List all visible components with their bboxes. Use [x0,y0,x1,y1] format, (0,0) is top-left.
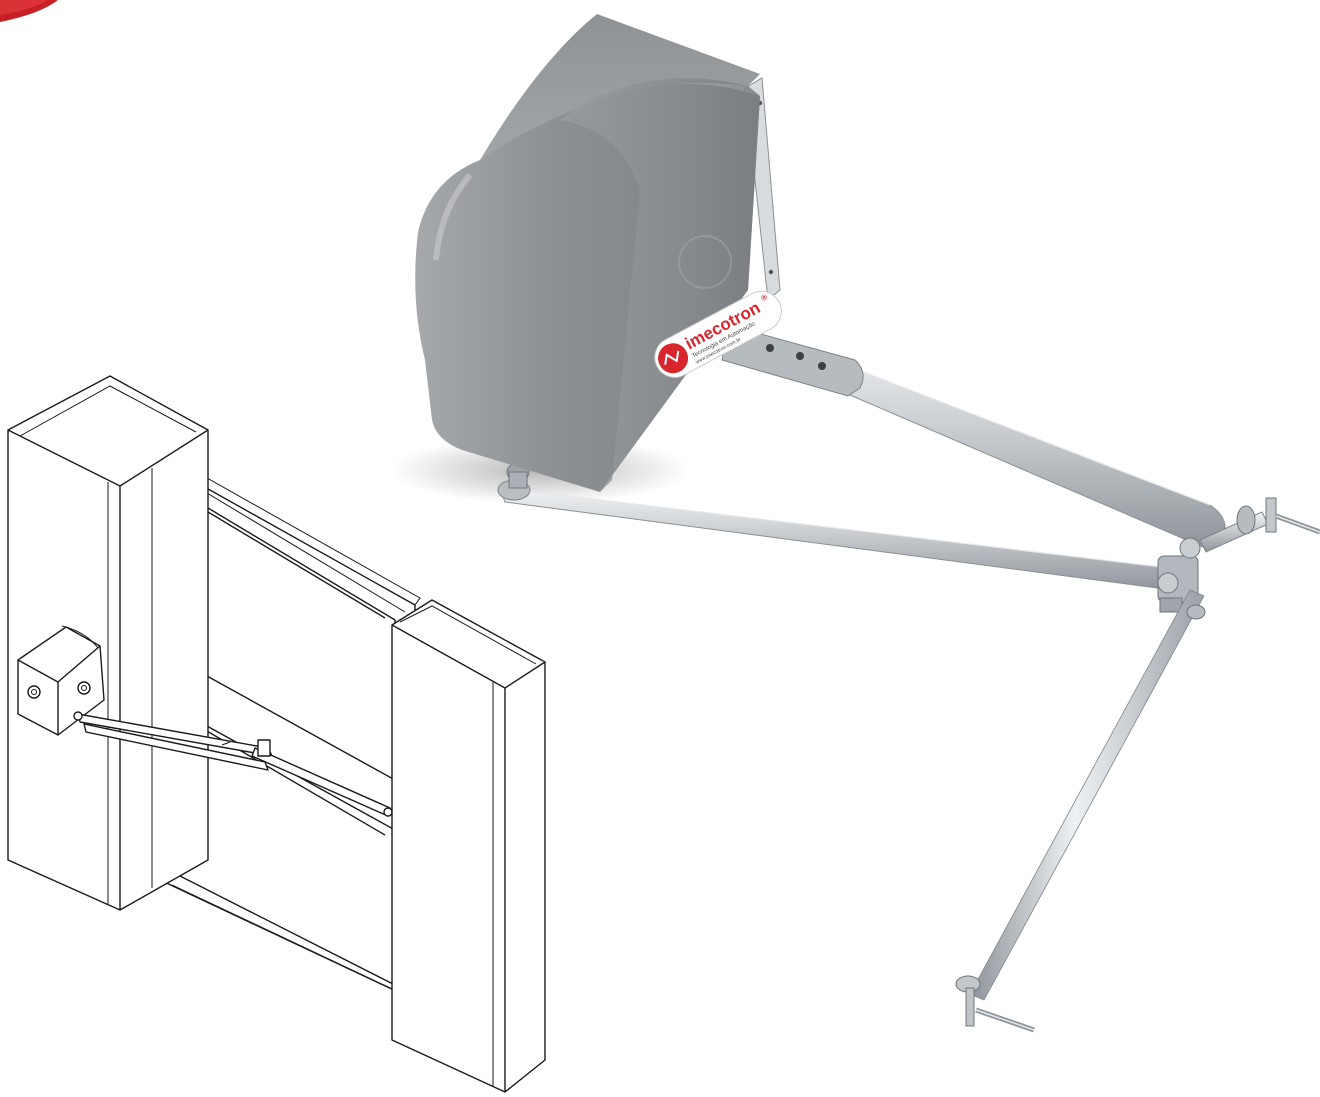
operator-box-drawing [17,625,105,736]
brand-registered-mark: ® [760,292,770,303]
right-pillar [391,599,546,1093]
red-corner-badge [0,0,58,22]
upper-arm [721,324,1226,549]
arms-drawing [73,711,393,817]
left-pillar [7,375,209,911]
extension-rod [955,589,1206,1033]
rear-bracket [1199,497,1320,553]
gate-line-drawing [7,375,546,1093]
gate-operator-photo: imecotron ® Tecnologia em Automação www.… [390,14,1320,1033]
operator-housing [415,14,781,493]
